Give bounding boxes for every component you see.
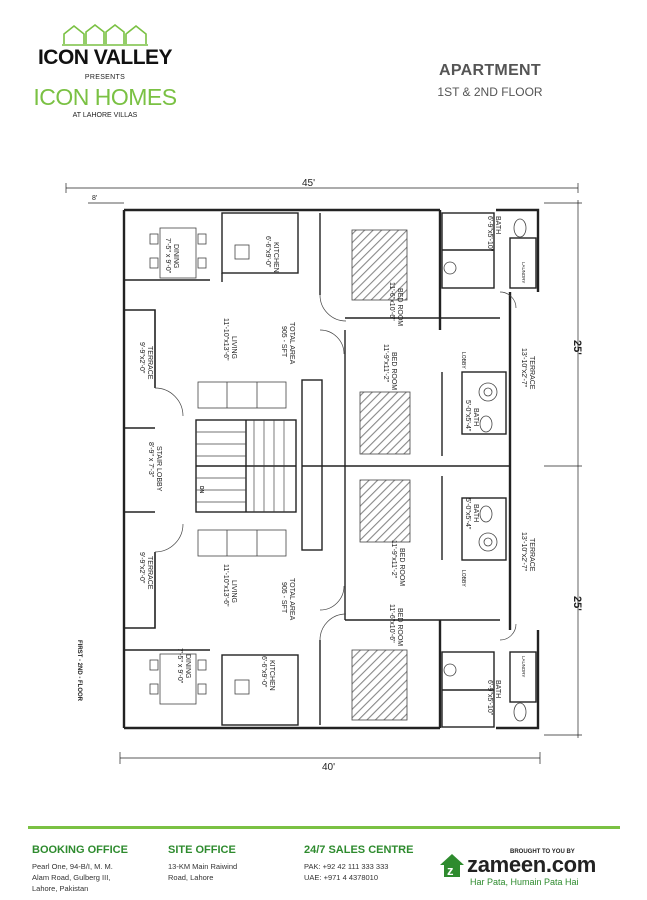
label-terrace-right-bottom: TERRACE — [528, 538, 535, 572]
label-living-bottom-size: 11'-10"x13'-6" — [222, 564, 229, 607]
label-kitchen-top: KITCHEN — [272, 242, 279, 273]
dim-bottom-width: 40' — [322, 762, 335, 773]
label-total-area-top-size: 905 - SFT — [280, 326, 287, 358]
label-bath-mid-top-size: 5'-0"x5'-4" — [464, 400, 471, 432]
dim-top-width: 45' — [302, 178, 315, 189]
label-dining-top: DINING — [172, 244, 179, 269]
dimension-lines — [65, 183, 582, 764]
dim-right-lower: 25' — [571, 596, 583, 611]
booking-office-address: Pearl One, 94-B/I, M. M. Alam Road, Gulb… — [32, 861, 142, 894]
label-dining-top-size: 7'-5" x 9'-0" — [164, 238, 171, 274]
dim-right-upper: 25' — [571, 340, 583, 355]
label-bedroom-top: BED ROOM — [396, 288, 403, 326]
zameen-tagline: Har Pata, Humain Pata Hai — [470, 877, 579, 887]
label-terrace-left-top: TERRACE — [146, 346, 153, 380]
site-line-2: Road, Lahore — [168, 873, 214, 882]
label-bath-bottom: BATH — [494, 680, 501, 698]
label-bedroom-mid-top: BED ROOM — [390, 352, 397, 390]
label-kitchen-top-size: 6'-6"x9'-0" — [264, 236, 271, 268]
label-terrace-right-bottom-size: 13'-10"x2'-7" — [520, 532, 527, 572]
label-bedroom-top-size: 11'-6"x10'-6" — [388, 282, 395, 321]
svg-text:z: z — [447, 863, 454, 878]
project-location: AT LAHORE VILLAS — [72, 112, 138, 119]
booking-office-title: BOOKING OFFICE — [32, 844, 128, 856]
sofa-furniture — [197, 381, 287, 557]
footer-divider — [28, 826, 620, 829]
label-bath-bottom-size: 6'-9"x5'-10" — [486, 680, 493, 716]
door-swings — [154, 291, 517, 641]
dim-top-small: 8' — [92, 195, 97, 202]
label-dining-bottom-size: 7'-5" x 9'-0" — [176, 648, 183, 684]
label-laundry-bottom: LAUNDRY — [521, 656, 526, 677]
left-terrace-outline — [124, 309, 156, 629]
dining-tables — [149, 227, 207, 705]
site-office-title: SITE OFFICE — [168, 844, 236, 856]
brand-presents: PRESENTS — [84, 74, 126, 81]
project-name: ICON HOMES — [33, 84, 177, 110]
label-kitchen-bottom: KITCHEN — [268, 660, 275, 691]
interior-walls — [124, 212, 537, 728]
site-line-1: 13-KM Main Raiwind — [168, 862, 238, 871]
label-living-top: LIVING — [230, 336, 237, 359]
booking-line-2: Alam Road, Gulberg III, — [32, 873, 111, 882]
label-bedroom-mid-bottom: BED ROOM — [398, 548, 405, 586]
label-total-area-top: TOTAL AREA — [288, 322, 295, 365]
label-bedroom-mid-bottom-size: 11'-9"x11'-2" — [390, 540, 397, 579]
brought-by-label: BROUGHT TO YOU BY — [510, 849, 575, 855]
label-lobby-bottom: LOBBY — [460, 570, 466, 587]
label-terrace-left-bottom-size: 9'-9"x2'-0" — [138, 552, 145, 584]
label-living-bottom: LIVING — [230, 580, 237, 603]
label-terrace-right-top: TERRACE — [528, 356, 535, 390]
label-terrace-right-top-size: 13'-10"x2'-7" — [520, 348, 527, 388]
label-kitchen-bottom-size: 6'-6"x9'-0" — [260, 656, 267, 688]
label-bedroom-bottom: BED ROOM — [396, 608, 403, 646]
label-floor: FIRST - 2ND - FLOOR — [76, 640, 82, 702]
bed-furniture — [351, 229, 411, 721]
label-living-top-size: 11'-10"x13'-6" — [222, 318, 229, 361]
stair-treads — [196, 420, 285, 512]
booking-line-1: Pearl One, 94-B/I, M. M. — [32, 862, 113, 871]
label-bedroom-bottom-size: 11'-6"x10'-6" — [388, 604, 395, 643]
label-stair-lobby-size: 8'-9" x 7'-3" — [147, 442, 154, 478]
label-bath-top-size: 6'-9"x5'-10" — [486, 216, 493, 252]
site-office-address: 13-KM Main Raiwind Road, Lahore — [168, 861, 278, 883]
label-terrace-left-bottom: TERRACE — [146, 556, 153, 590]
plan-subtitle: 1ST & 2ND FLOOR — [437, 85, 543, 99]
sales-centre-title: 24/7 SALES CENTRE — [304, 844, 414, 856]
bath-fixtures — [234, 218, 527, 722]
label-laundry-top: LAUNDRY — [521, 262, 526, 283]
label-stair-dn: DN — [198, 486, 204, 494]
zameen-wordmark: zameen.com — [467, 852, 597, 877]
zameen-logo-icon: z — [440, 854, 464, 878]
label-bath-mid-bottom-size: 5'-0"x5'-4" — [464, 498, 471, 530]
label-bath-mid-top: BATH — [472, 408, 479, 426]
logo-houses-icon — [62, 24, 148, 46]
label-dining-bottom: DINING — [184, 654, 191, 679]
brand-name: ICON VALLEY — [37, 46, 173, 69]
plan-title: APARTMENT — [439, 62, 541, 79]
sales-phone-pak: PAK: +92 42 111 333 333 — [304, 862, 389, 871]
label-lobby-top: LOBBY — [460, 352, 466, 369]
exterior-walls — [122, 208, 540, 730]
floor-plan: 45' 8' 25' 25' 40' — [65, 178, 583, 773]
booking-line-3: Lahore, Pakistan — [32, 884, 89, 893]
label-terrace-left-top-size: 9'-9"x2'-0" — [138, 342, 145, 374]
label-bath-top: BATH — [494, 216, 501, 234]
sales-phone-uae: UAE: +971 4 4378010 — [304, 873, 379, 882]
label-bath-mid-bottom: BATH — [472, 504, 479, 522]
room-labels: DINING 7'-5" x 9'-0" KITCHEN 6'-6"x9'-0"… — [76, 216, 535, 716]
label-stair-lobby: STAIR LOBBY — [155, 446, 162, 492]
label-total-area-bottom: TOTAL AREA — [288, 578, 295, 621]
label-total-area-bottom-size: 905 - SFT — [280, 582, 287, 614]
label-bedroom-mid-top-size: 11'-9"x11'-2" — [382, 344, 389, 383]
sales-centre-phones: PAK: +92 42 111 333 333 UAE: +971 4 4378… — [304, 861, 434, 883]
